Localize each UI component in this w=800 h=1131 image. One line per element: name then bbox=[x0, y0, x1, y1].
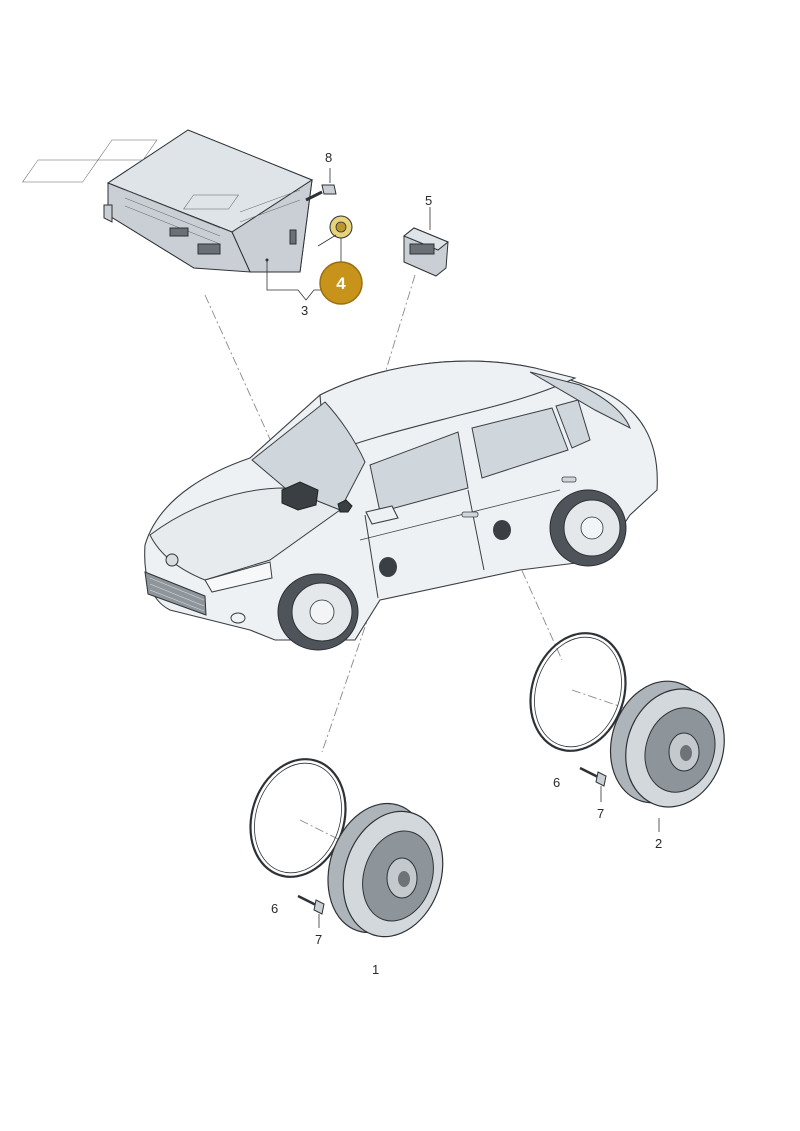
module-5 bbox=[403, 207, 449, 277]
nut-part bbox=[317, 215, 353, 262]
label-7-front: 7 bbox=[315, 932, 322, 947]
callout-4[interactable]: 4 bbox=[319, 261, 363, 305]
radio-unit bbox=[22, 129, 314, 273]
label-8: 8 bbox=[325, 150, 332, 165]
speaker-front bbox=[249, 758, 444, 938]
label-5: 5 bbox=[425, 193, 432, 208]
car-illustration bbox=[144, 360, 658, 651]
screw-8 bbox=[305, 168, 337, 202]
label-1: 1 bbox=[372, 962, 379, 977]
label-6-rear: 6 bbox=[553, 775, 560, 790]
label-3: 3 bbox=[301, 303, 308, 318]
label-7-rear: 7 bbox=[597, 806, 604, 821]
bracket-3 bbox=[265, 258, 330, 301]
callout-badge[interactable] bbox=[319, 261, 363, 305]
part-labels: 8 5 3 6 7 2 6 7 1 bbox=[271, 150, 662, 977]
label-6-front: 6 bbox=[271, 901, 278, 916]
speaker-rear bbox=[529, 632, 725, 832]
label-2: 2 bbox=[655, 836, 662, 851]
callout-number: 4 bbox=[336, 274, 346, 293]
